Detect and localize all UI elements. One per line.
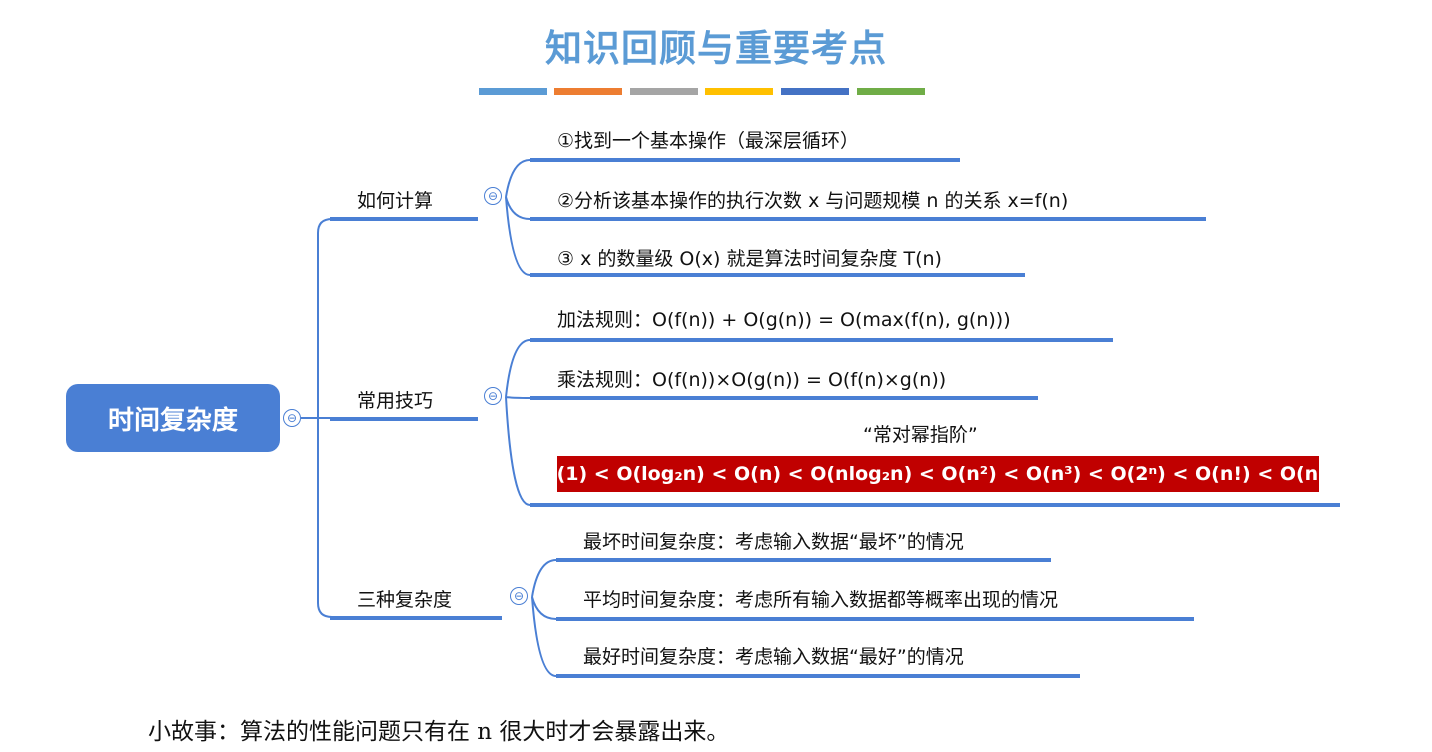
collapse-branch1-icon[interactable]: ⊖ <box>484 187 502 205</box>
root-node[interactable]: 时间复杂度 <box>66 384 280 452</box>
collapse-branch2-icon[interactable]: ⊖ <box>484 387 502 405</box>
branch-label-how-to-compute: 如何计算 <box>357 190 434 212</box>
collapse-branch3-icon[interactable]: ⊖ <box>510 587 528 605</box>
leaf-underline <box>556 674 1080 678</box>
color-bar-4 <box>705 88 773 95</box>
leaf-underline <box>530 217 1206 221</box>
leaf-underline <box>530 273 1025 277</box>
leaf-item: 最好时间复杂度：考虑输入数据“最好”的情况 <box>583 646 964 668</box>
leaf-item: ③ x 的数量级 O(x) 就是算法时间复杂度 T(n) <box>557 248 942 270</box>
branch-underline <box>330 417 478 421</box>
branch-underline <box>330 616 502 620</box>
leaf-underline <box>530 338 1113 342</box>
footer-note: 小故事：算法的性能问题只有在 n 很大时才会暴露出来。 <box>148 719 730 745</box>
branch-underline <box>330 217 478 221</box>
leaf-underline <box>530 158 960 162</box>
leaf-underline <box>530 396 1038 400</box>
color-bar-3 <box>630 88 698 95</box>
leaf-underline <box>556 617 1194 621</box>
color-bar-5 <box>781 88 849 95</box>
branch-label-three-complexities: 三种复杂度 <box>357 589 453 611</box>
complexity-order-box: O(1) < O(log₂n) < O(n) < O(nlog₂n) < O(n… <box>540 456 1336 492</box>
leaf-item: 加法规则：O(f(n)) + O(g(n)) = O(max(f(n), g(n… <box>557 309 1011 331</box>
leaf-item: ①找到一个基本操作（最深层循环） <box>557 130 860 152</box>
color-bar-6 <box>857 88 925 95</box>
leaf-item: 乘法规则：O(f(n))×O(g(n)) = O(f(n)×g(n)) <box>557 369 947 391</box>
branch-label-common-techniques: 常用技巧 <box>357 390 434 412</box>
page-title: 知识回顾与重要考点 <box>545 26 887 70</box>
leaf-underline <box>556 558 1051 562</box>
leaf-underline <box>530 503 1340 507</box>
color-bar-1 <box>479 88 547 95</box>
leaf-item: 平均时间复杂度：考虑所有输入数据都等概率出现的情况 <box>583 589 1059 611</box>
collapse-root-icon[interactable]: ⊖ <box>283 409 301 427</box>
leaf-item: ②分析该基本操作的执行次数 x 与问题规模 n 的关系 x=f(n) <box>557 190 1069 212</box>
root-label: 时间复杂度 <box>107 405 238 436</box>
color-bar-2 <box>554 88 622 95</box>
leaf-item: 最坏时间复杂度：考虑输入数据“最坏”的情况 <box>583 531 964 553</box>
leaf-item: “常对幂指阶” <box>863 424 978 446</box>
